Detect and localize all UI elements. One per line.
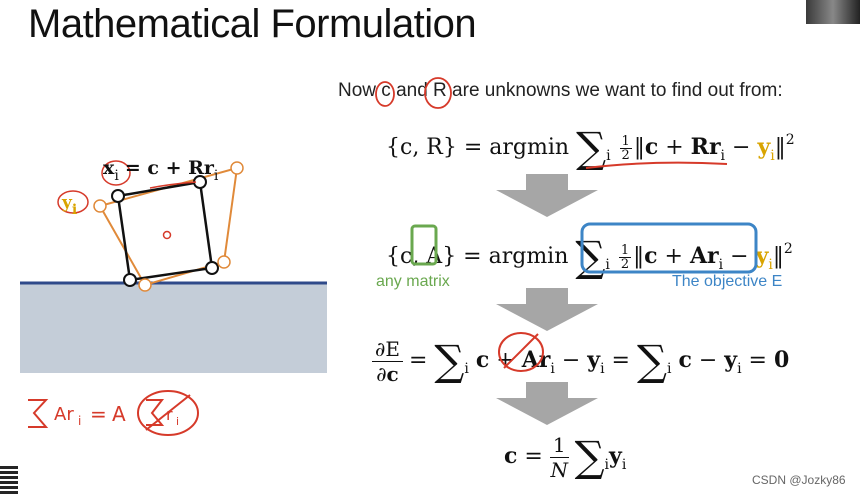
geometry-diagram (20, 160, 327, 373)
watermark: CSDN @Jozky86 (752, 473, 846, 487)
equation-3: ∂E∂c= ∑i c + Ari − yi = ∑i c − yi = 0 (372, 336, 789, 386)
vertex-point (205, 261, 219, 275)
svg-text:=: = (90, 402, 107, 426)
strike-annotation (498, 332, 544, 372)
x-label: xi = c + Rri (103, 157, 219, 184)
center-mark (162, 230, 172, 240)
annotation-circle (101, 160, 131, 186)
observed-point (138, 278, 152, 292)
qr-code (0, 466, 18, 494)
objective-label: The objective E (672, 273, 783, 290)
slide-title: Mathematical Formulation (28, 2, 477, 46)
observed-point (93, 199, 107, 213)
objective-box (580, 222, 758, 274)
matrix-box (410, 224, 438, 266)
svg-text:r: r (166, 405, 173, 424)
svg-text:A: A (112, 402, 126, 426)
floor-region (20, 283, 327, 373)
vertex-point (123, 273, 137, 287)
svg-text:i: i (78, 414, 81, 428)
svg-text:i: i (176, 415, 179, 428)
vertex-point (111, 189, 125, 203)
down-arrow-1 (496, 174, 598, 217)
webcam-thumbnail (806, 0, 860, 24)
y-label: yi (62, 193, 78, 218)
down-arrow-3 (496, 382, 598, 425)
observed-point (217, 255, 231, 269)
red-underline (585, 161, 728, 169)
any-matrix-label: any matrix (376, 273, 450, 290)
down-arrow-2 (496, 288, 598, 331)
handwritten-note: Ar i = A r i (28, 390, 199, 436)
observed-point (230, 161, 244, 175)
annotation-circle (57, 190, 89, 214)
svg-text:Ar: Ar (54, 404, 74, 425)
intro-annotations (375, 77, 452, 109)
annotation-underline (149, 181, 197, 189)
